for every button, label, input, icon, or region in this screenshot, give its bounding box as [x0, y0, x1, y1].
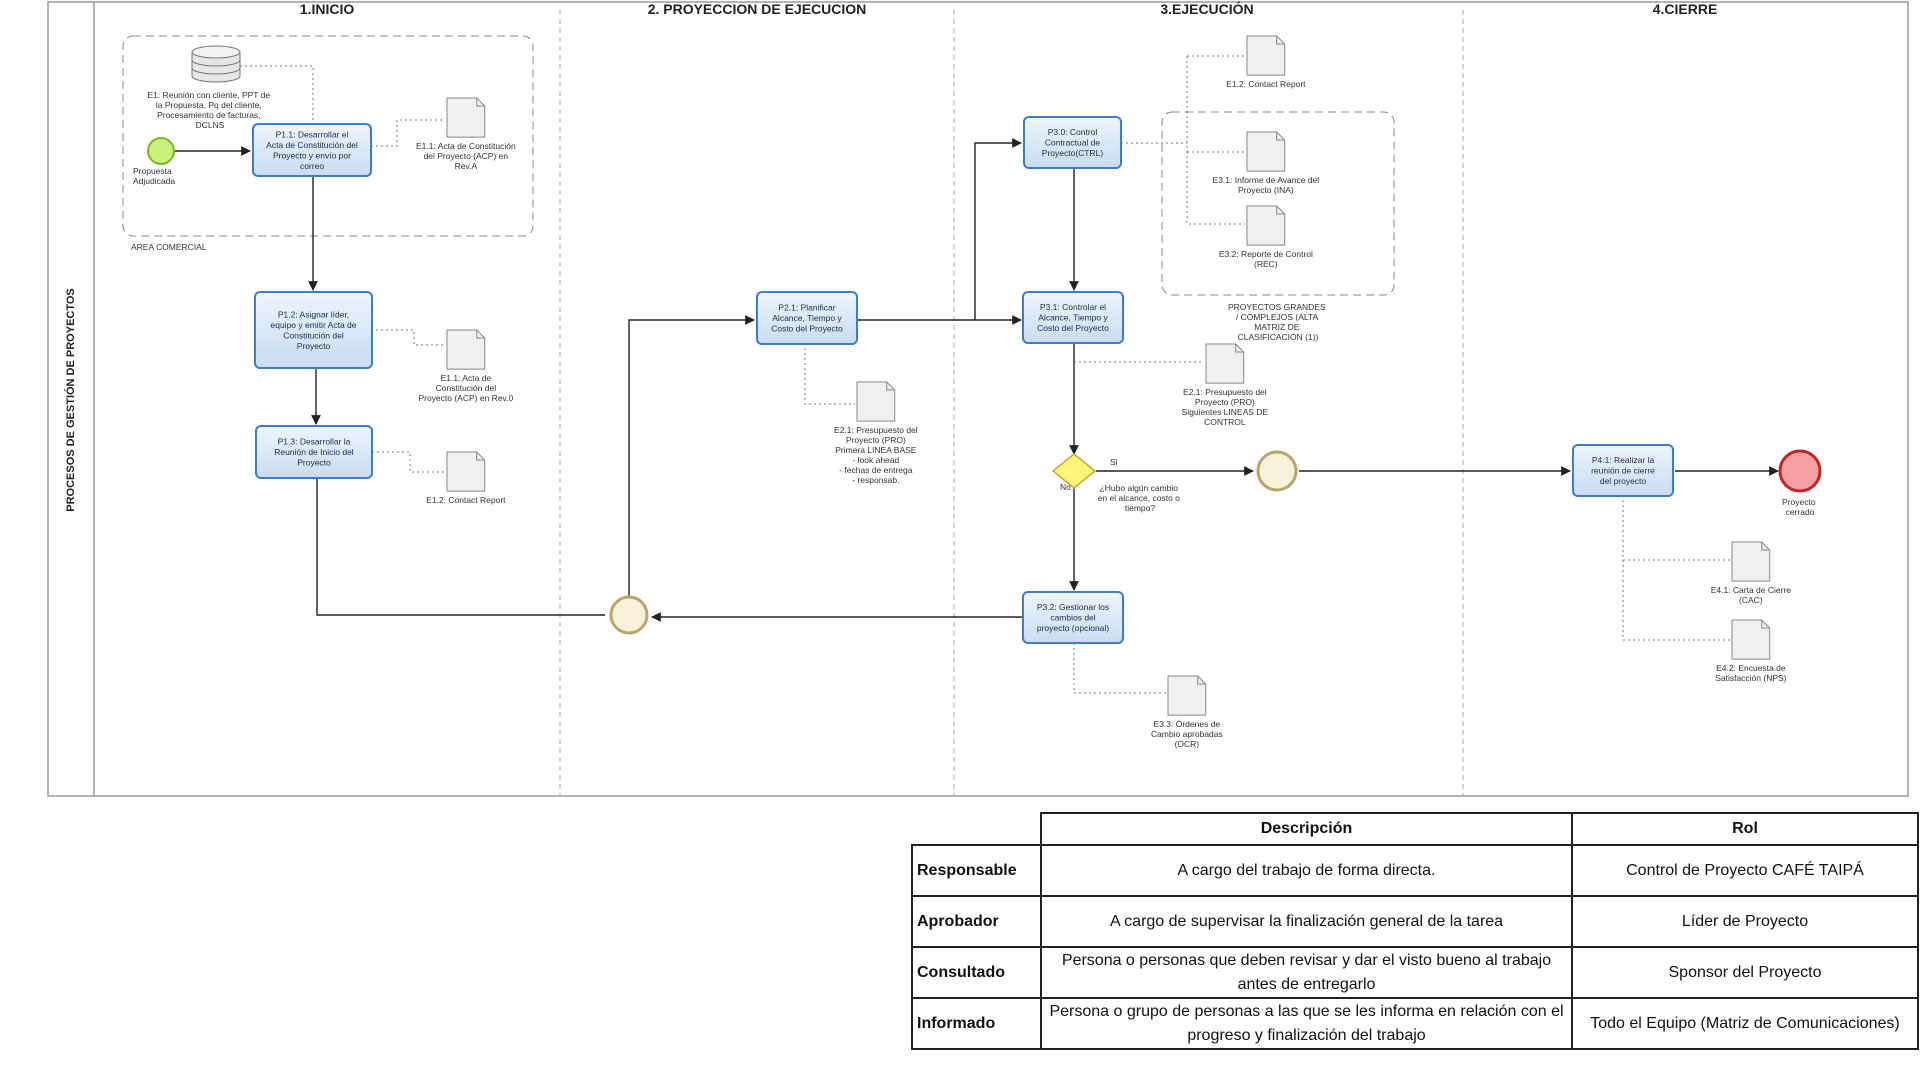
table-row: Responsable A cargo del trabajo de forma… — [911, 844, 1919, 897]
document-icon — [446, 451, 486, 492]
end-event — [1778, 449, 1822, 493]
end-event-label: Proyecto cerrado — [1782, 497, 1818, 517]
table-row: Consultado Persona o personas que deben … — [911, 946, 1919, 999]
data-store-label: E1: Reunión con cliente, PPT de la Propu… — [147, 90, 272, 130]
document-icon — [1246, 205, 1286, 246]
document-icon — [1731, 619, 1771, 660]
database-icon — [191, 45, 241, 83]
legend-row-description: Persona o personas que deben revisar y d… — [1040, 946, 1573, 999]
document-icon — [1167, 675, 1207, 716]
proyectos-grandes-label: PROYECTOS GRANDES / COMPLEJOS (ALTA MATR… — [1228, 302, 1328, 342]
pool-border — [47, 1, 1909, 797]
legend-row-role: Líder de Proyecto — [1571, 895, 1919, 948]
document-label: E1.2: Contact Report — [1226, 79, 1306, 89]
proyectos-grandes-group — [1161, 111, 1395, 296]
document-label: E3.2: Reporte de Control(REC) — [1219, 249, 1313, 269]
document-icon — [446, 329, 486, 370]
legend-row-role: Todo el Equipo (Matriz de Comunicaciones… — [1571, 997, 1919, 1050]
phase-title-inicio: 1.INICIO — [300, 1, 355, 17]
legend-row-description: Persona o grupo de personas a las que se… — [1040, 997, 1573, 1050]
phase-title-proyeccion: 2. PROYECCION DE EJECUCION — [648, 1, 867, 17]
phase-title-cierre: 4.CIERRE — [1653, 1, 1718, 17]
table-row: Aprobador A cargo de supervisar la final… — [911, 895, 1919, 948]
legend-blank-header — [912, 813, 1042, 846]
legend-row-label: Responsable — [911, 844, 1042, 897]
start-event — [147, 137, 175, 165]
area-comercial-group — [122, 35, 534, 237]
document-label: E4.1: Carta de Cierre(CAC) — [1711, 585, 1792, 605]
area-comercial-label: AREA COMERCIAL — [131, 242, 207, 252]
gateway-yes-label: Si — [1110, 457, 1118, 467]
legend-row-description: A cargo de supervisar la finalización ge… — [1040, 895, 1573, 948]
document-icon — [856, 381, 896, 422]
document-icon — [1246, 35, 1286, 76]
legend-row-description: A cargo del trabajo de forma directa. — [1040, 844, 1573, 897]
document-label: E1.2: Contact Report — [426, 495, 506, 505]
task-p1-2: P1.2: Asignar líder,equipo y emitir Acta… — [254, 291, 373, 369]
document-icon — [1246, 131, 1286, 172]
legend-row-label: Aprobador — [911, 895, 1042, 948]
start-event-label: Propuesta Adjudicada — [133, 166, 175, 186]
gateway-no-label: No — [1060, 482, 1071, 492]
document-icon — [446, 97, 486, 138]
legend-header-description: Descripción — [1040, 812, 1573, 846]
merge-event — [609, 595, 649, 635]
legend-row-label: Informado — [911, 997, 1042, 1050]
process-diagram: PROCESOS DE GESTIÓN DE PROYECTOS 1.INICI… — [47, 0, 1909, 797]
legend-row-role: Sponsor del Proyecto — [1571, 946, 1919, 999]
document-icon — [1205, 343, 1245, 384]
table-row: Informado Persona o grupo de personas a … — [911, 997, 1919, 1050]
legend-header-role: Rol — [1571, 812, 1919, 846]
task-label: P1.2: Asignar líder,equipo y emitir Acta… — [271, 309, 357, 351]
pool-label: PROCESOS DE GESTIÓN DE PROYECTOS — [64, 288, 77, 512]
merge-event — [1256, 450, 1298, 492]
legend-row-label: Consultado — [911, 946, 1042, 999]
document-icon — [1731, 541, 1771, 582]
raci-legend-table: Descripción Rol Responsable A cargo del … — [911, 812, 1919, 1050]
gateway-question: ¿Hubo algún cambio en el alcance, costo … — [1098, 483, 1183, 513]
phase-title-ejecucion: 3.EJECUCIÓN — [1160, 0, 1253, 17]
legend-row-role: Control de Proyecto CAFÉ TAIPÁ — [1571, 844, 1919, 897]
change-gateway — [1051, 453, 1097, 489]
